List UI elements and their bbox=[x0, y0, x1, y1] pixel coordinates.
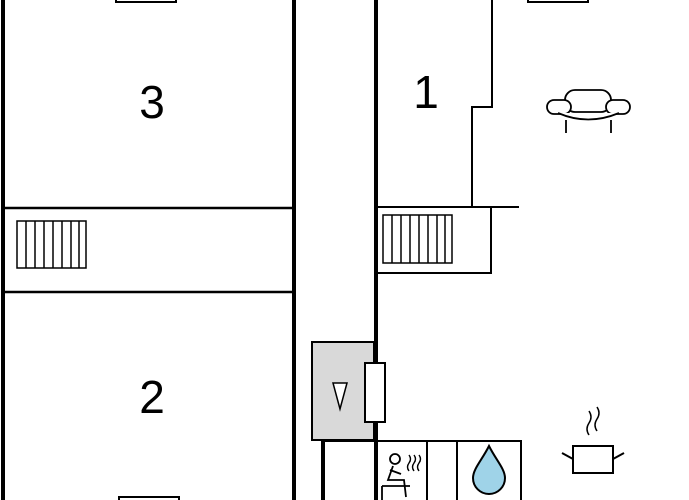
window-room-3-top bbox=[115, 0, 177, 3]
stairs-left-treads bbox=[25, 221, 80, 268]
triangle-down-icon bbox=[332, 382, 348, 412]
room-1-jog-wall bbox=[471, 0, 493, 208]
right-stair-box bbox=[375, 206, 492, 274]
room-2-label: 2 bbox=[139, 371, 165, 423]
water-drop-icon bbox=[471, 443, 507, 495]
room-1-label: 1 bbox=[413, 66, 439, 118]
window-room-2-bottom bbox=[118, 496, 180, 500]
shaft-door bbox=[364, 362, 386, 423]
room-3-label: 3 bbox=[139, 76, 165, 128]
stairs-right-treads bbox=[391, 215, 446, 263]
window-room-1-top bbox=[527, 0, 589, 3]
sofa-icon bbox=[546, 89, 631, 133]
cooking-pot-icon bbox=[561, 406, 625, 474]
walls bbox=[1, 0, 522, 500]
stairs-icon bbox=[16, 214, 453, 269]
shaft bbox=[311, 341, 386, 441]
sauna-icon bbox=[381, 453, 422, 500]
stairs-left bbox=[16, 220, 87, 269]
openings bbox=[115, 0, 589, 500]
stairs-right bbox=[382, 214, 453, 264]
